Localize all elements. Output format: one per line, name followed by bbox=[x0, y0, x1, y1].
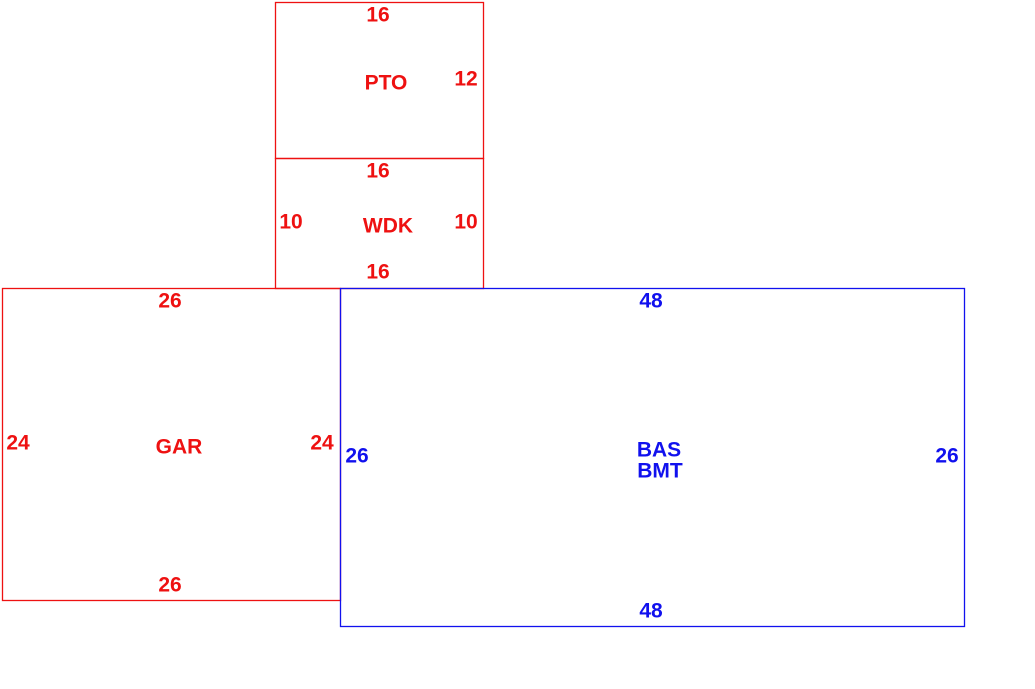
bas-left-dimension: 26 bbox=[345, 445, 368, 468]
gar-right-dimension: 24 bbox=[310, 432, 334, 455]
bmt-label: BMT bbox=[637, 460, 683, 483]
gar-top-dimension: 26 bbox=[158, 290, 181, 313]
pto-label: PTO bbox=[365, 72, 408, 95]
gar-bottom-dimension: 26 bbox=[158, 574, 181, 597]
pto-top-dimension: 16 bbox=[366, 4, 389, 27]
gar-label: GAR bbox=[156, 436, 203, 459]
gar-left-dimension: 24 bbox=[6, 432, 30, 455]
wdk-left-dimension: 10 bbox=[279, 211, 302, 234]
area-bas: 48 26 26 48 BAS BMT bbox=[339, 287, 966, 628]
area-pto: 16 12 PTO bbox=[274, 1, 485, 160]
area-gar: 26 24 24 26 GAR bbox=[1, 287, 342, 602]
bas-outline bbox=[339, 287, 966, 628]
bas-right-dimension: 26 bbox=[935, 445, 958, 468]
bas-top-dimension: 48 bbox=[639, 290, 663, 313]
bas-bottom-dimension: 48 bbox=[639, 600, 663, 623]
pto-right-dimension: 12 bbox=[454, 68, 477, 91]
wdk-top-dimension: 16 bbox=[366, 160, 389, 183]
area-wdk: 16 10 10 16 WDK bbox=[274, 157, 485, 290]
bas-label: BAS bbox=[637, 439, 681, 462]
wdk-bottom-dimension: 16 bbox=[366, 261, 389, 284]
wdk-label: WDK bbox=[363, 215, 413, 238]
wdk-right-dimension: 10 bbox=[454, 211, 477, 234]
